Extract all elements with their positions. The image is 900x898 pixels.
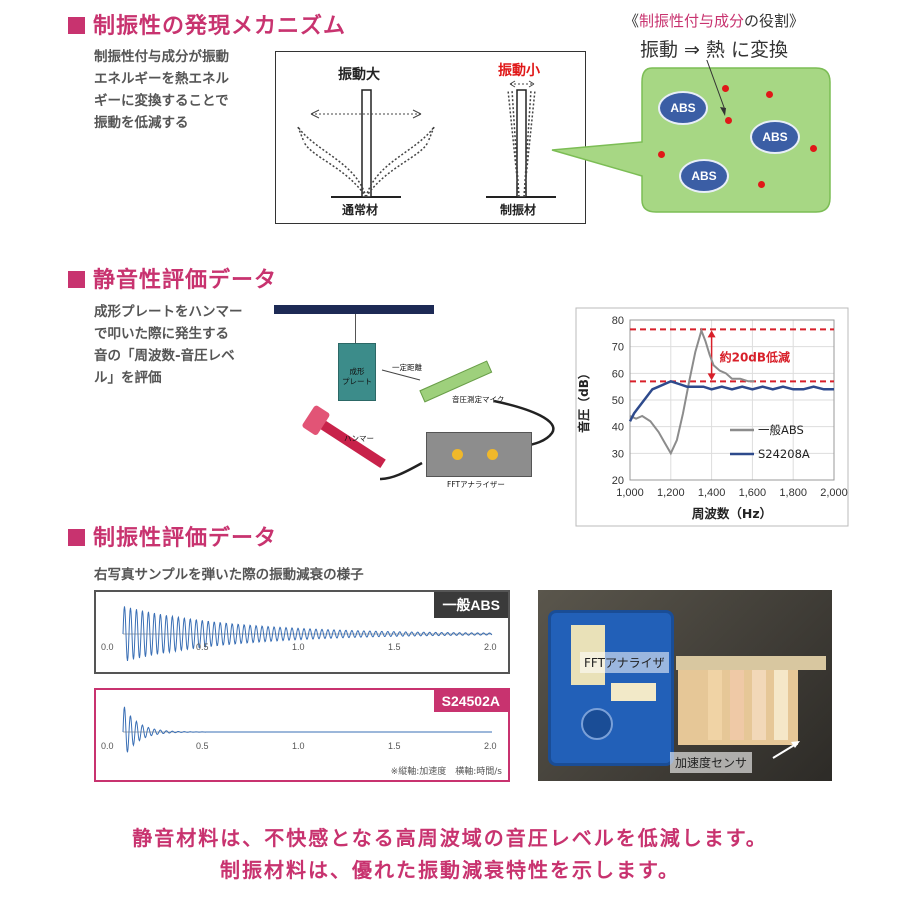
y-tick-label: 20: [612, 475, 624, 487]
label-distance: 一定距離: [392, 363, 422, 372]
section1-description: 制振性付与成分が振動 エネルギーを熱エネル ギーに変換することで 振動を低減する: [94, 49, 229, 131]
y-tick-label: 30: [612, 448, 624, 460]
photo-label-sensor: 加速度センサ: [670, 752, 753, 773]
damping-material-beam: [516, 89, 527, 198]
sample-plates: [678, 670, 798, 745]
y-tick-label: 70: [612, 342, 624, 354]
measurement-illustration: 成形 プレート 一定距離 音圧測定マイク ハンマー FFTアナライザー: [272, 305, 572, 495]
wave1-tick: 0.5: [196, 642, 209, 652]
x-axis-label: 周波数（Hz）: [692, 506, 772, 521]
y-tick-label: 80: [612, 315, 624, 327]
section2-description: 成形プレートをハンマー で叩いた際に発生する 音の「周波数-音圧レベ ル」を評価: [94, 304, 243, 386]
mechanism-diagram: 振動大 振動小 通常材 制振材: [275, 51, 586, 224]
frequency-chart-svg: 20 30 40 50 60 70 80 1,000 1,200 1,400 1,600 1,800 2…: [575, 307, 849, 527]
wave1-tick: 0.0: [101, 642, 114, 652]
heat-dot: [758, 181, 765, 188]
wave-plot-s24502a: [122, 706, 492, 753]
green-callout-bubble: [551, 60, 831, 213]
x-tick-label: 1,200: [657, 487, 685, 499]
wave2-tick: 1.5: [388, 741, 401, 751]
label-big-vibration: 振動大: [338, 67, 380, 83]
wave1-tick: 1.5: [388, 642, 401, 652]
section3-subtitle: 右写真サンプルを弾いた際の振動減衰の様子: [94, 567, 364, 583]
label-plate: 成形 プレート: [342, 367, 372, 386]
heat-dot: [810, 145, 817, 152]
support-bar: [274, 305, 434, 314]
section3-title: 制振性評価データ: [68, 520, 277, 552]
heat-dot: [766, 91, 773, 98]
fft-analyzer-photo: [548, 610, 674, 766]
heat-dot: [658, 151, 665, 158]
mechanism-diagram-svg: [297, 80, 556, 198]
section2-title: 静音性評価データ: [68, 262, 277, 294]
legend-label: 一般ABS: [758, 423, 804, 437]
wave2-tick: 2.0: [484, 741, 497, 751]
abs-particle-1: ABS: [658, 91, 708, 125]
plate-sample: [338, 343, 376, 401]
summary-line-2: 制振材料は、優れた振動減衰特性を示します。: [220, 858, 680, 882]
label-small-vibration: 振動小: [498, 63, 540, 79]
annotation-label: 約20dB低減: [720, 349, 790, 364]
series-line-2: [628, 379, 834, 422]
abs-particle-2: ABS: [750, 120, 800, 154]
wave-plot-general-abs: [122, 606, 493, 661]
label-fft: FFTアナライザー: [447, 480, 505, 489]
callout-conversion-text: 振動 ⇒ 熱 に変換: [640, 39, 789, 61]
x-tick-label: 1,800: [779, 487, 807, 499]
summary-line-1: 静音材料は、不快感となる高周波域の音圧レベルを低減します。: [132, 826, 768, 850]
wave-trace: [122, 706, 492, 753]
y-axis-label: 音圧（dB）: [576, 367, 591, 433]
wave2-tick: 1.0: [292, 741, 305, 751]
label-damping-material: 制振材: [500, 203, 537, 217]
legend-label: S24208A: [758, 447, 810, 461]
normal-material-beam: [361, 89, 372, 198]
label-mic: 音圧測定マイク: [452, 395, 505, 404]
y-tick-label: 50: [612, 395, 624, 407]
sensor-arrow: [772, 741, 800, 759]
section1-title: 制振性の発現メカニズム: [68, 8, 346, 40]
wave2-tick: 0.0: [101, 741, 114, 751]
label-normal-material: 通常材: [342, 203, 379, 217]
wave-box-general-abs: 一般ABS 0.0 0.5 1.0 1.5 2.0: [94, 590, 510, 674]
wave-box-s24502a: S24502A 0.0 0.5 1.0 1.5 2.0 ※縦軸:加速度 横軸:時…: [94, 688, 510, 782]
x-tick-label: 1,600: [739, 487, 767, 499]
measurement-cables: [302, 369, 555, 481]
photo-label-fft: FFTアナライザ: [580, 652, 669, 673]
label-hammer: ハンマー: [344, 434, 374, 443]
wave2-tick: 0.5: [196, 741, 209, 751]
frequency-chart: 20 30 40 50 60 70 80 1,000 1,200 1,400 1,600 1,800 2…: [574, 306, 850, 528]
sample-photo: FFTアナライザ 加速度センサ: [538, 590, 832, 781]
wave-tag-s24502a: S24502A: [433, 690, 508, 712]
series-line-1: [629, 327, 755, 456]
wave1-tick: 1.0: [292, 642, 305, 652]
y-tick-label: 40: [612, 422, 624, 434]
wave1-tick: 2.0: [484, 642, 497, 652]
x-tick-label: 1,000: [616, 487, 644, 499]
wave-axis-note: ※縦軸:加速度 横軸:時間/s: [390, 767, 502, 777]
wave-trace: [122, 606, 493, 661]
fft-analyzer-device: [426, 432, 532, 477]
callout-role-title: 《制振性付与成分の役割》: [624, 12, 805, 30]
annotation-arrowhead: [707, 373, 716, 381]
wave-tag-general-abs: 一般ABS: [434, 592, 508, 618]
y-tick-label: 60: [612, 368, 624, 380]
heat-dot: [722, 85, 729, 92]
annotation-arrowhead: [707, 330, 716, 338]
abs-particle-3: ABS: [679, 159, 729, 193]
x-tick-label: 2,000: [820, 487, 848, 499]
plot-area: [629, 319, 835, 481]
x-tick-label: 1,400: [698, 487, 726, 499]
heat-dot: [725, 117, 732, 124]
